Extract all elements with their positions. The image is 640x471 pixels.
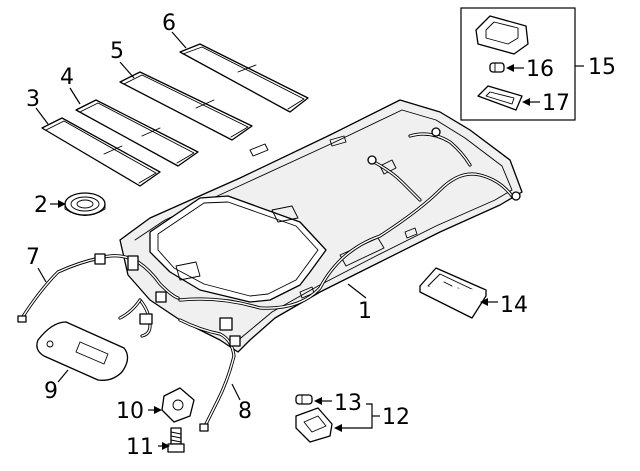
callout-9: 9 — [44, 379, 58, 404]
part-5-pad[interactable] — [119, 71, 253, 141]
part-12-lamp-housing[interactable] — [295, 407, 333, 443]
inset-lamp-assembly — [460, 7, 576, 121]
part-2-grommet[interactable] — [64, 192, 106, 216]
callout-2: 2 — [34, 193, 48, 218]
part-11-bolt[interactable] — [167, 427, 185, 453]
part-6-pad[interactable] — [179, 43, 309, 113]
part-7-harness[interactable] — [17, 253, 180, 338]
callout-3: 3 — [26, 87, 40, 112]
callout-labels: 1 2 3 4 5 6 7 8 9 10 11 12 13 14 15 16 1… — [26, 11, 616, 460]
callout-7: 7 — [26, 245, 40, 270]
callout-17: 17 — [542, 91, 570, 116]
callout-1: 1 — [358, 299, 372, 324]
callout-8: 8 — [238, 399, 252, 424]
callout-6: 6 — [162, 11, 176, 36]
part-3-pad[interactable] — [41, 117, 161, 187]
callout-16: 16 — [526, 57, 554, 82]
part-17-lens[interactable] — [477, 85, 523, 111]
leader-lines — [35, 31, 584, 450]
callout-5: 5 — [110, 39, 124, 64]
part-9-sunvisor[interactable] — [36, 321, 129, 381]
part-10-bracket[interactable] — [161, 387, 195, 423]
callout-12: 12 — [382, 405, 410, 430]
part-13-bulb[interactable] — [295, 394, 313, 405]
callout-14: 14 — [500, 293, 528, 318]
part-8-harness[interactable] — [178, 317, 241, 432]
part-16-bulb[interactable] — [489, 62, 505, 73]
callout-11: 11 — [126, 435, 154, 460]
callout-10: 10 — [116, 399, 144, 424]
part-1-headliner[interactable] — [119, 99, 523, 353]
callout-13: 13 — [334, 391, 362, 416]
callout-15: 15 — [588, 55, 616, 80]
part-14-console[interactable] — [419, 267, 487, 319]
part-4-pad[interactable] — [75, 99, 199, 167]
callout-4: 4 — [60, 65, 74, 90]
part-15-lamp-assembly[interactable] — [475, 15, 529, 55]
